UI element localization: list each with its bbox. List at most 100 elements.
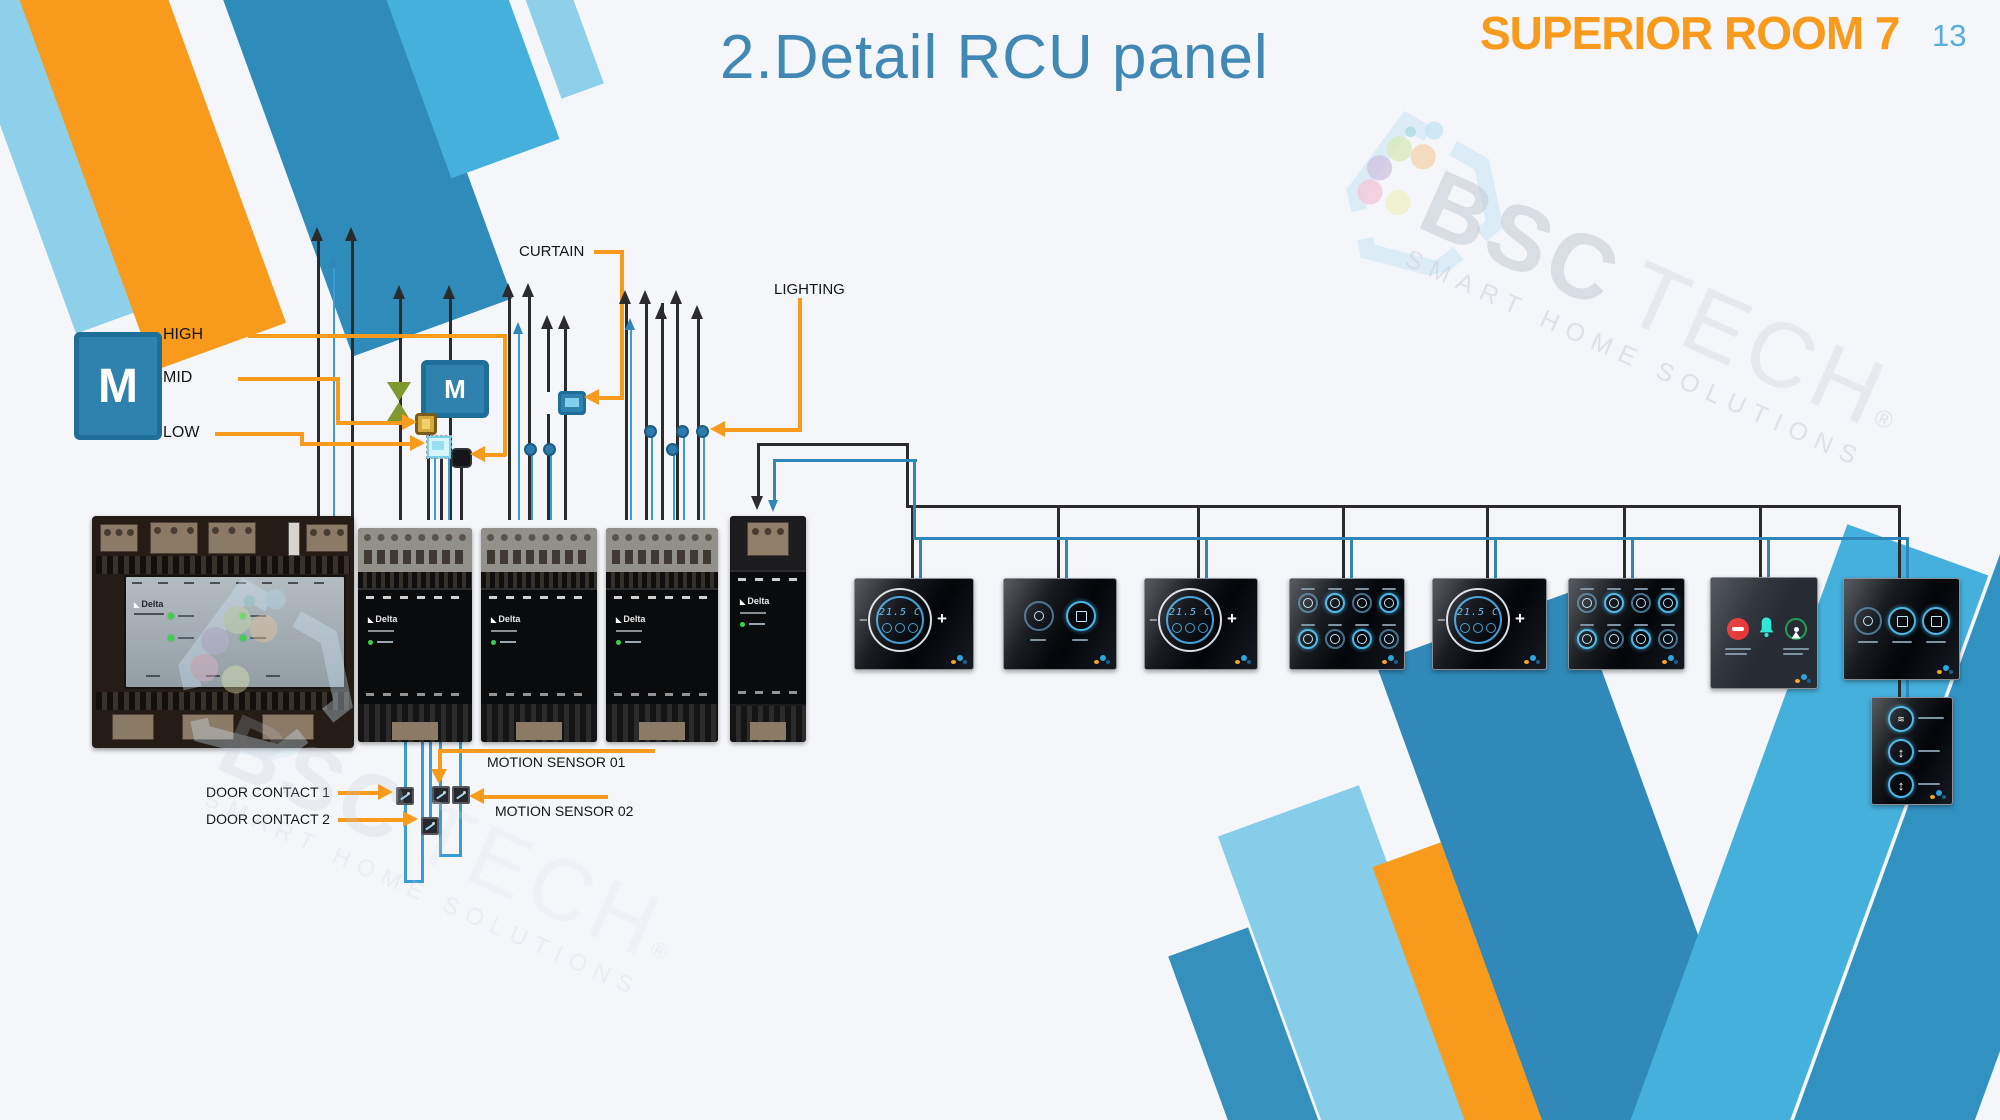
- arrowhead-icon: [470, 446, 485, 462]
- wire-segment: [919, 537, 922, 578]
- arrowhead-icon: [410, 435, 425, 451]
- wire-segment: [911, 505, 914, 578]
- thermostat-mode-icons: [878, 623, 922, 633]
- wire-segment: [1898, 676, 1901, 698]
- curtain-control-panel: ≋ ↕ ↕: [1871, 697, 1953, 805]
- status-led: [368, 640, 373, 645]
- status-led: [616, 640, 621, 645]
- status-led: [740, 622, 745, 627]
- wire-segment: [336, 421, 404, 425]
- touch-button: [1631, 629, 1651, 649]
- wire-segment: [449, 408, 452, 520]
- thermostat-dial: 21.5 C: [1166, 596, 1214, 644]
- wire-junction-dot: [524, 443, 537, 456]
- wire-junction-dot: [644, 425, 657, 438]
- wire-segment: [460, 466, 463, 520]
- wire-segment: [1205, 537, 1208, 578]
- din-relay-module: ◣Delta: [606, 528, 718, 742]
- motor-box-small: M: [421, 360, 489, 418]
- status-led: [168, 635, 174, 641]
- touch-button: [1352, 593, 1372, 613]
- arrowhead-icon: [402, 414, 417, 430]
- wire-segment: [661, 303, 664, 520]
- bsc-logo-icon: [1382, 654, 1399, 665]
- bsc-logo-icon: [1524, 654, 1541, 665]
- doorbell-dnd-panel: [1710, 577, 1818, 689]
- touch-button: [1922, 607, 1950, 635]
- arrowhead-icon: [584, 389, 599, 405]
- wire-segment: [773, 459, 776, 505]
- thermostat-mode-icons: [1456, 623, 1500, 633]
- status-led: [240, 613, 246, 619]
- wire-segment: [722, 428, 802, 432]
- bsc-logo-icon: [1094, 654, 1111, 665]
- curtain-up-down-button: ↕: [1888, 772, 1914, 798]
- wire-segment: [448, 458, 450, 520]
- thermostat-touch-panel: 21.5 C − +: [854, 578, 974, 670]
- bell-icon: [1759, 617, 1774, 638]
- label-curtain: CURTAIN: [519, 243, 585, 260]
- arrowhead-icon: [311, 227, 323, 241]
- watermark-brand: BSC: [1406, 150, 1637, 328]
- touch-button: [1298, 593, 1318, 613]
- touch-button: [1577, 593, 1597, 613]
- arrowhead-icon: [655, 305, 667, 319]
- delta-logo: ◣Delta: [491, 614, 521, 624]
- arrowhead-icon: [513, 322, 523, 334]
- thermostat-dial-ring: [1446, 588, 1510, 652]
- gold-connector-icon: [415, 413, 437, 435]
- wire-segment: [798, 298, 802, 430]
- bsc-logo-icon: [1930, 789, 1947, 800]
- arrowhead-icon: [751, 496, 763, 510]
- arrowhead-icon: [619, 290, 631, 304]
- label-motion-sensor-1: MOTION SENSOR 01: [487, 754, 626, 770]
- arrowhead-icon: [502, 283, 514, 297]
- motor-letter: M: [98, 359, 138, 413]
- din-relay-module: ◣Delta: [481, 528, 597, 742]
- bsc-logo-icon: [951, 654, 968, 665]
- wire-segment: [508, 296, 511, 520]
- wire-segment: [1065, 537, 1068, 578]
- din-relay-module: ◣Delta: [358, 528, 472, 742]
- wire-segment: [645, 303, 648, 520]
- minus-icon: −: [1437, 612, 1446, 629]
- plus-icon: +: [1515, 609, 1525, 628]
- wire-segment: [906, 443, 909, 507]
- label-lighting: LIGHTING: [774, 281, 845, 298]
- wire-segment: [215, 432, 303, 436]
- label-motion-sensor-2: MOTION SENSOR 02: [495, 803, 634, 819]
- label-low: LOW: [163, 424, 200, 441]
- wire-segment: [594, 250, 624, 254]
- wire-segment: [300, 432, 304, 446]
- wire-segment: [773, 459, 917, 462]
- door-contact-sensor-2: [421, 817, 439, 835]
- wire-segment: [300, 442, 412, 446]
- wire-segment: [547, 414, 550, 520]
- motor-letter: M: [444, 373, 466, 404]
- touch-button: [1888, 607, 1916, 635]
- arrowhead-icon: [768, 500, 778, 512]
- black-connector-icon: [451, 448, 472, 468]
- eight-button-touch-panel: [1568, 578, 1685, 670]
- status-led: [240, 635, 246, 641]
- wire-segment: [483, 795, 608, 799]
- wire-segment: [1494, 537, 1497, 578]
- wire-segment: [248, 334, 505, 338]
- delta-logo: ◣Delta: [368, 614, 398, 624]
- touch-button: [1631, 593, 1651, 613]
- door-contact-sensor-1: [396, 787, 414, 805]
- wire-segment: [676, 303, 679, 520]
- controller-display: ◣Delta: [124, 575, 346, 689]
- wire-segment: [1350, 537, 1353, 578]
- touch-button: [1379, 593, 1399, 613]
- wire-junction-dot: [676, 425, 689, 438]
- make-up-room-icon: [1785, 618, 1807, 640]
- module-switch: [288, 522, 300, 556]
- bsc-house-logo-icon: [1346, 111, 1504, 279]
- wire-segment: [550, 454, 552, 520]
- temperature-display: 21.5 C: [1168, 607, 1212, 618]
- bsc-logo-icon: [1235, 654, 1252, 665]
- wire-segment: [697, 318, 700, 520]
- wire-segment: [1057, 505, 1060, 578]
- wire-segment: [503, 334, 507, 456]
